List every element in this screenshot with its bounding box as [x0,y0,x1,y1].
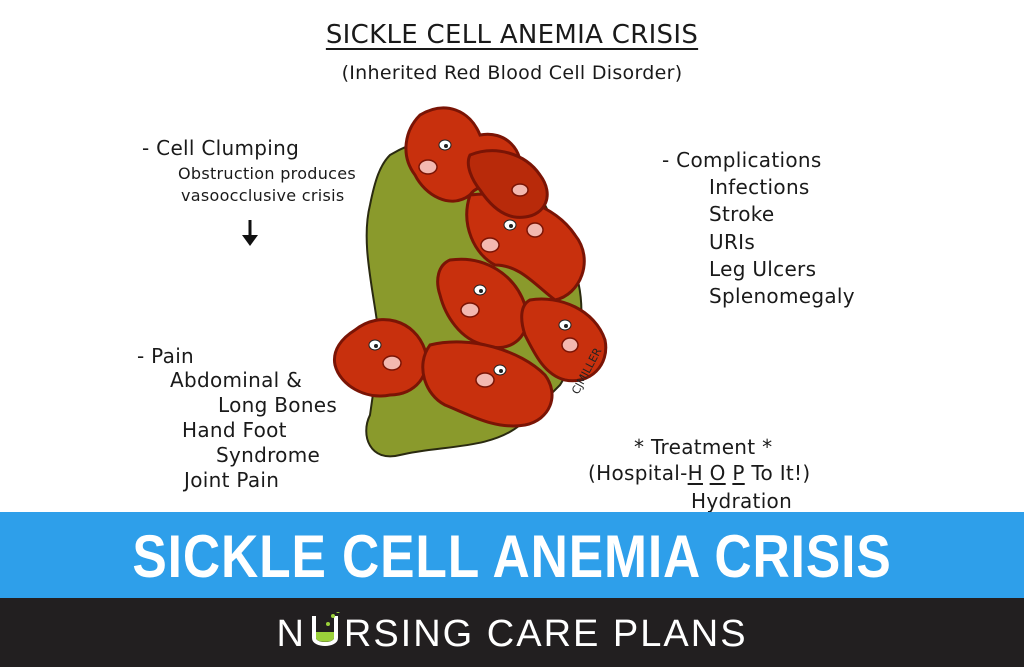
cell-clumping-line-1: Obstruction produces [178,164,357,183]
cell-clumping-line-2: vasoocclusive crisis [181,186,345,205]
test-tube-icon [308,609,342,650]
treatment-item-hydration: Hydration [691,489,793,512]
infographic-canvas: SICKLE CELL ANEMIA CRISIS (Inherited Red… [137,20,855,512]
cell-pupil-shape [444,144,448,148]
cell-pupil-shape [499,369,503,373]
cell-pupil-shape [509,224,513,228]
cell-pupil-shape [564,324,568,328]
brand-footer: N RSING CARE PLANS [0,598,1024,667]
page-subtitle: (Inherited Red Blood Cell Disorder) [341,62,683,84]
down-arrow-icon [242,220,258,246]
complications-heading: - Complications [662,148,822,172]
sickle-cell-shape [466,149,549,219]
complication-item: Stroke [709,202,775,226]
cell-hand-shape [480,237,500,253]
page-title: SICKLE CELL ANEMIA CRISIS [325,20,699,50]
cell-pupil-shape [374,344,378,348]
sickle-cell-illustration: CJMILLER [332,106,608,458]
cell-clumping-heading: - Cell Clumping [142,136,300,160]
mnemonic-o: O [709,461,726,485]
cell-hand-shape [561,337,579,353]
cell-hand-shape [382,355,402,371]
title-banner: SICKLE CELL ANEMIA CRISIS [0,512,1024,598]
brand-text-end: RSING CARE PLANS [343,613,748,655]
cell-hand-shape [418,159,438,175]
complication-item: Leg Ulcers [709,257,817,281]
complication-item: Infections [709,175,810,199]
sickle-cell-shape [332,318,428,398]
banner-title: SICKLE CELL ANEMIA CRISIS [132,523,892,590]
mnemonic-close: To It!) [744,461,811,485]
complication-item: URIs [709,230,756,254]
brand-text-start: N [276,613,306,655]
mnemonic-p: P [732,461,745,485]
pain-line-1: Abdominal & [170,368,303,392]
pain-line-4: Syndrome [216,443,321,467]
mnemonic-h: H [687,461,703,485]
mnemonic-open: (Hospital- [588,461,688,485]
cell-pupil-shape [479,289,483,293]
cell-hand-shape [526,222,544,238]
pain-line-2: Long Bones [218,393,338,417]
complication-item: Splenomegaly [709,284,855,308]
treatment-mnemonic: (Hospital-H O P To It!) [588,461,810,485]
brand-logo: N RSING CARE PLANS [0,609,1024,656]
pain-line-5: Joint Pain [184,468,280,492]
cell-hand-shape [511,183,529,197]
cell-hand-shape [460,302,480,318]
treatment-heading: * Treatment * [634,435,773,459]
pain-line-3: Hand Foot [182,418,287,442]
cell-hand-shape [475,372,495,388]
pain-heading: - Pain [137,344,195,368]
